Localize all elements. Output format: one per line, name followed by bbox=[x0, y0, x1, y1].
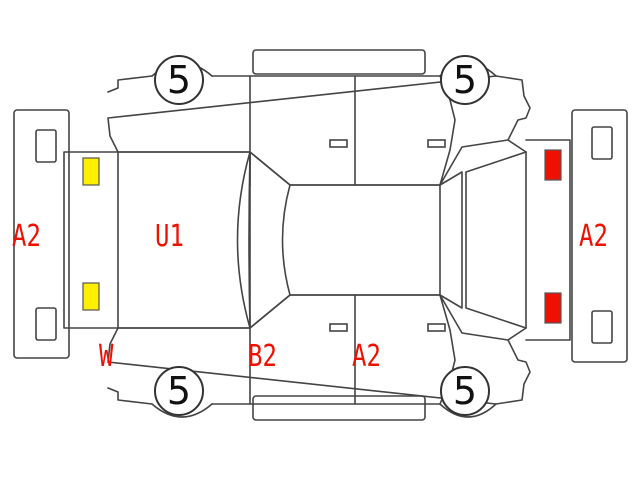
door-bottom-front bbox=[249, 294, 356, 405]
tire-grade: 5 bbox=[166, 369, 192, 413]
roof bbox=[281, 184, 441, 296]
tire-grade: 5 bbox=[452, 58, 478, 102]
tire-rear-right: 5 bbox=[440, 366, 490, 416]
tire-grade: 5 bbox=[452, 369, 478, 413]
tailgate bbox=[525, 139, 571, 341]
front-lamp-top bbox=[82, 157, 100, 186]
damage-label-hood: U1 bbox=[155, 219, 184, 254]
windshield-outline bbox=[236, 151, 251, 329]
door-handle-bottom-front bbox=[329, 323, 348, 332]
roof-panel-top bbox=[252, 49, 426, 75]
rear-window bbox=[439, 151, 527, 329]
rear-lamp-top bbox=[544, 149, 562, 181]
damage-label-windshield: W bbox=[99, 339, 114, 374]
door-top-front bbox=[249, 75, 356, 186]
tire-grade: 5 bbox=[166, 58, 192, 102]
rear-lamp-bottom bbox=[544, 292, 562, 324]
door-handle-top-rear bbox=[427, 139, 446, 148]
damage-label-rear-door: A2 bbox=[352, 339, 381, 374]
damage-label-front-door: B2 bbox=[248, 339, 277, 374]
door-handle-top-front bbox=[329, 139, 348, 148]
damage-label-rear-bumper: A2 bbox=[579, 219, 608, 254]
tire-rear-left: 5 bbox=[440, 55, 490, 105]
front-lamp-bottom bbox=[82, 282, 100, 311]
front-bumper bbox=[13, 109, 70, 359]
damage-label-front-bumper: A2 bbox=[12, 219, 41, 254]
door-handle-bottom-rear bbox=[427, 323, 446, 332]
roof-panel-bottom bbox=[252, 395, 426, 421]
tire-front-right: 5 bbox=[154, 366, 204, 416]
rear-bumper bbox=[571, 109, 628, 363]
tire-front-left: 5 bbox=[154, 55, 204, 105]
